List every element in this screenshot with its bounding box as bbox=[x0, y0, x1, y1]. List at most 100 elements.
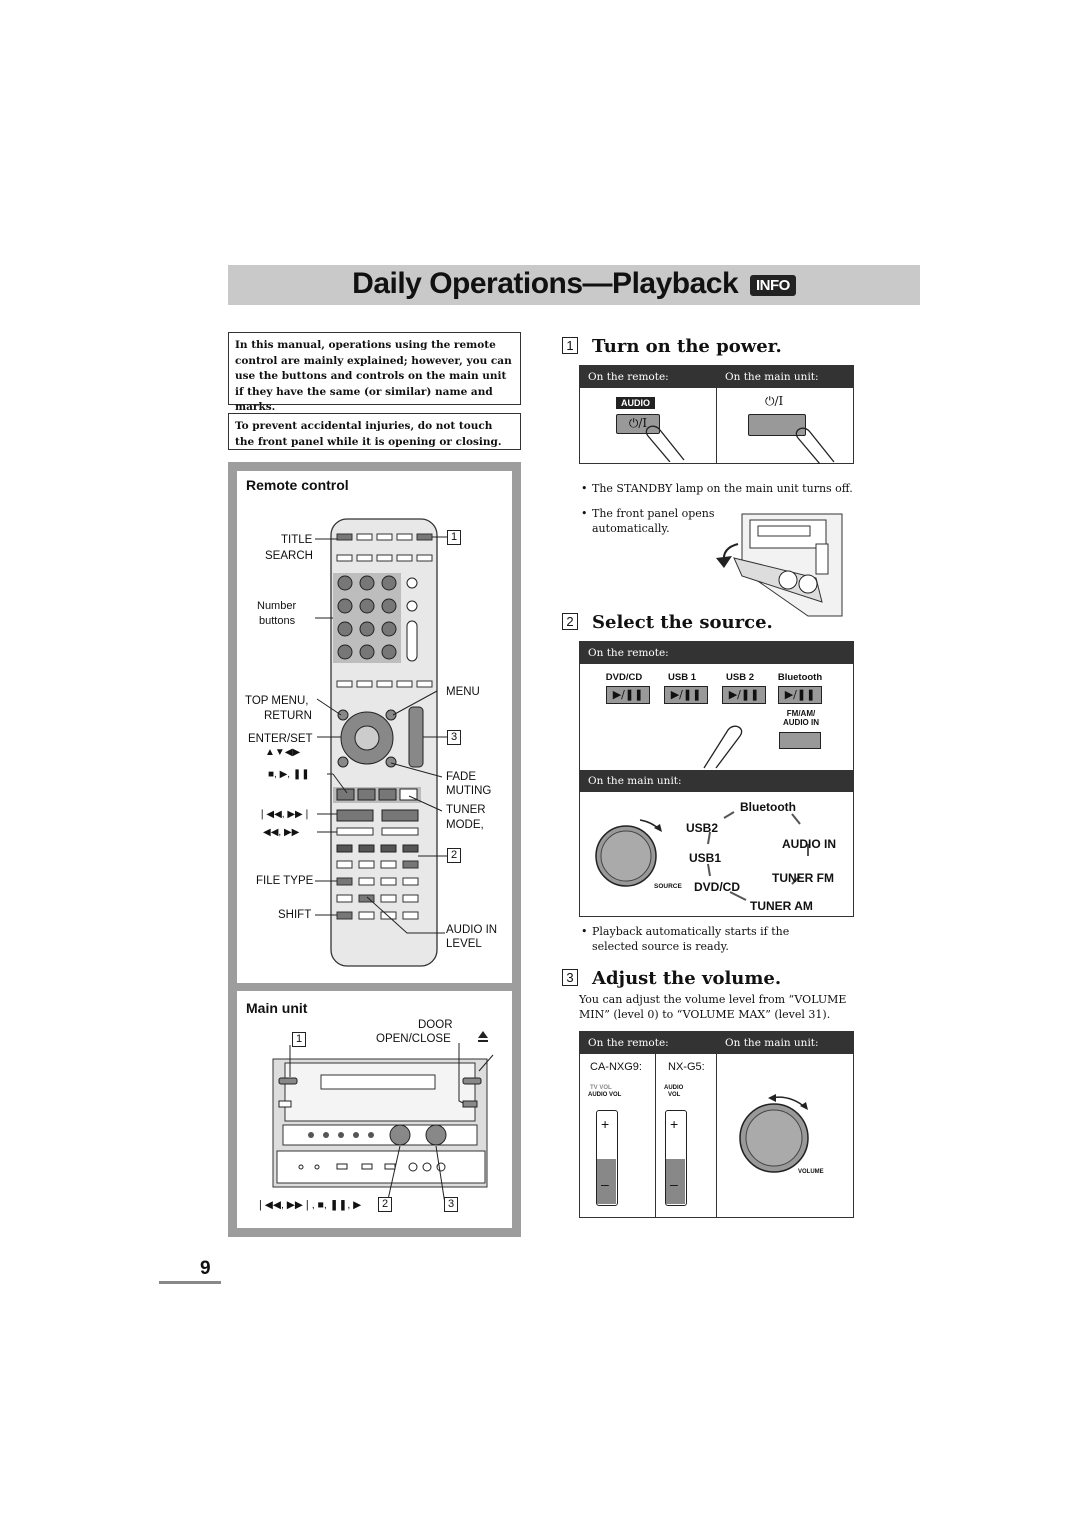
step-3-heading: 3 Adjust the volume. bbox=[562, 968, 781, 989]
remote-power-button[interactable]: ⏻/I bbox=[616, 414, 660, 434]
main-unit-heading: Main unit bbox=[246, 1000, 308, 1016]
finger-icon bbox=[795, 427, 835, 464]
audio-badge: AUDIO bbox=[616, 397, 655, 409]
door-label: DOOR bbox=[418, 1019, 453, 1031]
cycle-usb2: USB2 bbox=[686, 821, 719, 835]
step-marker-1: 1 bbox=[447, 530, 461, 545]
page-number: 9 bbox=[200, 1258, 211, 1279]
search-label: SEARCH bbox=[265, 550, 313, 562]
title-banner: Daily Operations—Playback INFO bbox=[228, 265, 920, 305]
audio-vol-label-b2: VOL bbox=[668, 1092, 681, 1098]
return-label: RETURN bbox=[264, 710, 312, 722]
unit-marker-2: 2 bbox=[378, 1197, 392, 1212]
source-dial-label: SOURCE bbox=[654, 883, 682, 890]
buttons-label: buttons bbox=[259, 615, 296, 627]
step-marker-3: 3 bbox=[447, 730, 461, 745]
step-2-heading: 2 Select the source. bbox=[562, 612, 773, 633]
unit-marker-1: 1 bbox=[292, 1032, 306, 1047]
remote-volume-rocker-b[interactable] bbox=[665, 1110, 687, 1206]
vol-plus-b: + bbox=[670, 1116, 679, 1132]
safety-note: To prevent accidental injuries, do not t… bbox=[228, 413, 521, 450]
step-2-bullet: Playback automatically starts if the sel… bbox=[581, 924, 832, 954]
step-1-bullet-1: The STANDBY lamp on the main unit turns … bbox=[581, 481, 862, 496]
step-3-sub-divider bbox=[655, 1054, 656, 1217]
rocker-shade bbox=[666, 1159, 685, 1204]
mode-label: MODE, bbox=[446, 819, 484, 831]
fmam-button[interactable] bbox=[779, 732, 821, 749]
step-2-main-head: On the main unit: bbox=[580, 770, 853, 792]
step-3-divider bbox=[716, 1032, 717, 1217]
finger-icon bbox=[645, 425, 685, 462]
vol-minus-b: – bbox=[670, 1176, 678, 1192]
volume-knob-illustration bbox=[739, 1094, 809, 1173]
transport-label: ❘◀◀, ▶▶❘, ■, ❚❚, ▶ bbox=[256, 1199, 362, 1211]
step-2-title: Select the source. bbox=[592, 612, 773, 633]
main-unit-illustration bbox=[272, 1031, 494, 1205]
model-a-label: CA-NXG9: bbox=[590, 1061, 642, 1073]
step-3-table: On the remote: On the main unit: CA-NXG9… bbox=[579, 1031, 854, 1218]
usb1-button[interactable]: ▶/❚❚ bbox=[664, 686, 708, 704]
step-3-main-head: On the main unit: bbox=[717, 1032, 854, 1054]
bluetooth-label: Bluetooth bbox=[777, 672, 823, 683]
number-label: Number bbox=[257, 600, 297, 612]
step-1-title: Turn on the power. bbox=[592, 336, 782, 357]
front-panel-illustration bbox=[716, 513, 843, 617]
muting-label: MUTING bbox=[446, 785, 492, 797]
audio-vol-label: AUDIO VOL bbox=[588, 1092, 622, 1098]
page-title-text: Daily Operations—Playback bbox=[352, 267, 739, 300]
shift-label: SHIFT bbox=[278, 909, 312, 921]
step-2-table: On the remote: DVD/CD USB 1 USB 2 Blueto… bbox=[579, 641, 854, 917]
step-3-remote-head: On the remote: bbox=[580, 1032, 716, 1054]
enter-set-label: ENTER/SET bbox=[248, 733, 313, 745]
model-b-label: NX-G5: bbox=[668, 1061, 705, 1073]
menu-label: MENU bbox=[446, 686, 480, 698]
unit-marker-3: 3 bbox=[444, 1197, 458, 1212]
audio-vol-label-b1: AUDIO bbox=[664, 1085, 684, 1091]
page-title: Daily Operations—Playback INFO bbox=[228, 267, 920, 301]
remote-volume-rocker-a[interactable] bbox=[596, 1110, 618, 1206]
step-2-remote-head: On the remote: bbox=[580, 642, 853, 664]
audio-in-label: AUDIO IN bbox=[446, 924, 498, 936]
step-1-table: On the remote: On the main unit: AUDIO ⏻… bbox=[579, 365, 854, 464]
vol-plus-a: + bbox=[601, 1116, 610, 1132]
stop-play-pause-label: ■, ▶, ❚❚ bbox=[268, 769, 310, 780]
fade-label: FADE bbox=[446, 771, 477, 783]
info-badge: INFO bbox=[750, 274, 796, 296]
tv-vol-label: TV VOL bbox=[590, 1085, 612, 1091]
step-3-description: You can adjust the volume level from “VO… bbox=[579, 993, 847, 1021]
fmam-label-2: AUDIO IN bbox=[783, 718, 819, 727]
volume-knob-label: VOLUME bbox=[798, 1169, 824, 1175]
step-marker-2: 2 bbox=[447, 848, 461, 863]
tuner-label: TUNER bbox=[446, 804, 486, 816]
step-3-title: Adjust the volume. bbox=[592, 968, 782, 989]
step-2-number: 2 bbox=[562, 613, 578, 630]
usb1-label: USB 1 bbox=[668, 672, 696, 683]
rocker-shade bbox=[597, 1159, 616, 1204]
file-type-label: FILE TYPE bbox=[256, 875, 314, 887]
main-power-button[interactable] bbox=[748, 414, 806, 436]
step-3-number: 3 bbox=[562, 969, 578, 986]
finger-icon bbox=[703, 725, 743, 769]
cycle-tuner-fm: TUNER FM bbox=[772, 871, 834, 885]
open-close-label: OPEN/CLOSE bbox=[376, 1033, 451, 1045]
step-1-divider bbox=[716, 366, 717, 463]
dvdcd-button[interactable]: ▶/❚❚ bbox=[606, 686, 650, 704]
source-dial-illustration bbox=[595, 811, 809, 901]
cycle-audio-in: AUDIO IN bbox=[782, 837, 836, 851]
vol-minus-a: – bbox=[601, 1176, 609, 1192]
bluetooth-button[interactable]: ▶/❚❚ bbox=[778, 686, 822, 704]
cycle-usb1: USB1 bbox=[689, 851, 722, 865]
level-label: LEVEL bbox=[446, 938, 482, 950]
step-1-remote-head: On the remote: bbox=[580, 366, 716, 388]
fmam-label-1: FM/AM/ bbox=[786, 709, 816, 718]
cycle-tuner-am: TUNER AM bbox=[750, 899, 813, 913]
cycle-dvdcd: DVD/CD bbox=[694, 880, 741, 894]
usb2-button[interactable]: ▶/❚❚ bbox=[722, 686, 766, 704]
top-menu-label: TOP MENU, bbox=[245, 695, 309, 707]
skip-label: ◀◀, ▶▶ bbox=[263, 827, 300, 838]
cycle-bluetooth: Bluetooth bbox=[740, 800, 796, 814]
main-power-label: ⏻/I bbox=[765, 394, 784, 408]
remote-illustration bbox=[315, 518, 447, 967]
dvdcd-label: DVD/CD bbox=[605, 672, 643, 683]
